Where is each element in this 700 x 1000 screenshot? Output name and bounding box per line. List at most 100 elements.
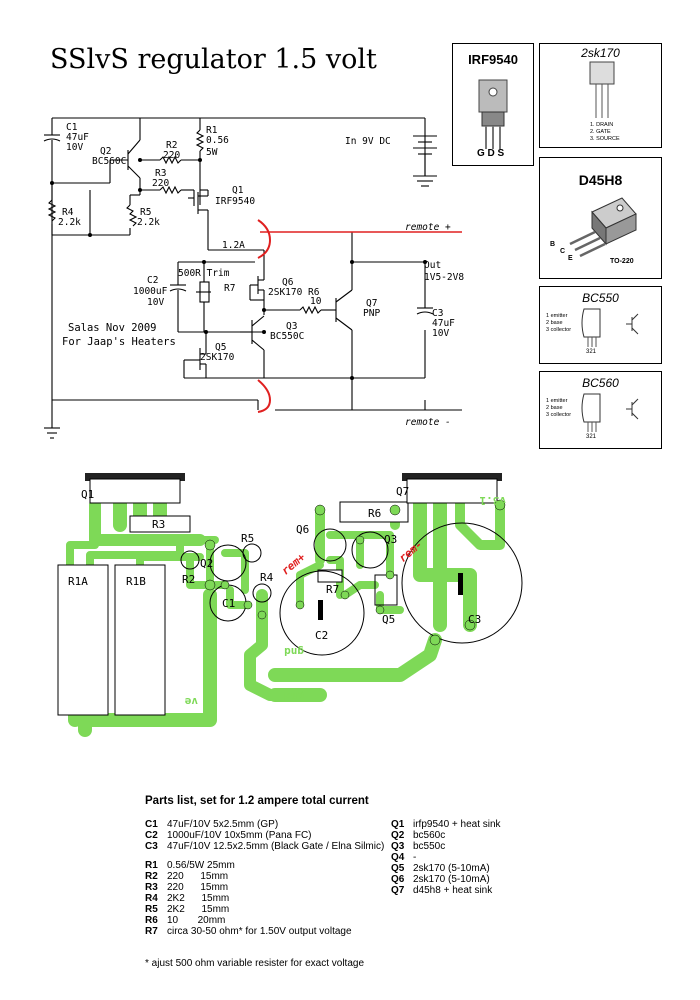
r4-label: R4 [62,207,74,218]
part-desc: 220 15mm [167,871,229,882]
c3-label: C3 [432,308,443,319]
c3-voltage: 10V [432,328,449,339]
d45h8-pinout: D45H8 B C E TO-220 [539,157,662,279]
pcb-q2 [209,544,247,582]
r1-power: 5W [206,147,218,158]
part-ref: R6 [145,915,158,926]
part-desc: 47uF/10V 5x2.5mm (GP) [167,819,279,830]
part-ref: Q3 [391,841,405,852]
q6-label: Q6 [282,277,294,288]
bc560-pinout: BC560 1 emitter 2 base 3 collector 321 [539,371,662,449]
out-range: 1V5-2V8 [424,272,464,283]
c2-label: C2 [147,275,158,286]
bc560-pin-2: 2 base [546,405,563,411]
r2-value: 220 [163,150,180,161]
part-desc: 47uF/10V 12.5x2.5mm (Black Gate / Elna S… [167,841,385,852]
pcb-r2-label: R2 [182,573,195,586]
bc560-code: 321 [586,434,597,440]
pcb-q6 [313,528,347,562]
q5-label: Q5 [215,342,226,353]
part-desc: bc550c [413,841,446,852]
part-row: R2 220 15mm [145,871,384,882]
current-label: 1.2A [222,240,245,251]
page-title: SSlvS regulator 1.5 volt [50,44,377,75]
d45h8-pin-c: C [560,248,566,255]
pcb-gnd2-label: gnd [284,690,304,703]
q5-part: 2SK170 [200,352,235,363]
part-ref: Q6 [391,874,405,885]
c1-label: C1 [66,122,78,133]
part-ref: Q4 [391,852,405,863]
part-row: Q4- [391,852,501,863]
part-desc: bc560c [413,830,446,841]
pcb-q7-label: Q7 [396,485,409,498]
bc550-pin-3: 3 collector [546,327,572,333]
2sk170-pin-1: 1. DRAIN [590,122,614,128]
r7-label: R7 [224,283,235,294]
irf9540-pins: G D S [477,148,505,159]
part-ref: Q2 [391,830,405,841]
q1-part: IRF9540 [215,196,255,207]
part-row: Q5 2sk170 (5-10mA) [391,863,501,874]
r4-value: 2.2k [58,217,81,228]
pcb-q1 [85,473,185,481]
part-desc: d45h8 + heat sink [413,885,493,896]
bc550-pinout: BC550 1 emitter 2 base 3 collector 321 [539,286,662,364]
pcb-r1a-label: R1A [68,575,88,588]
remote-plus-label: remote + [405,222,451,233]
pcb-layout: Q1 R3 R5 R2 Q2 R4 C1 R1A R1B Q7 v3.1 R6 … [57,473,523,737]
q3-part: BC550C [270,331,304,342]
part-desc: 10 20mm [167,915,226,926]
r3-value: 220 [152,178,169,189]
c2-value: 1000uF [133,286,168,297]
pcb-r4-label: R4 [260,571,274,584]
pcb-r3 [129,515,191,533]
r5-label: R5 [140,207,151,218]
part-ref: C2 [145,830,158,841]
part-ref: R2 [145,871,158,882]
remote-minus-label: remote - [405,417,451,428]
author-line1: Salas Nov 2009 [68,322,157,334]
pcb-r6-label: R6 [368,507,381,520]
pcb-q7 [402,473,502,481]
bc560-pin-1: 1 emitter [546,398,568,404]
pcb-r1b-label: R1B [126,575,146,588]
bc550-pin-1: 1 emitter [546,313,568,319]
part-ref: R4 [145,893,158,904]
2sk170-pinout: 2sk170 1. DRAIN 2. GATE 3. SOURCE [539,43,662,148]
input-label: In 9V DC [345,136,391,147]
pcb-q2-label: Q2 [200,557,213,570]
r2-label: R2 [166,140,177,151]
part-ref: Q5 [391,863,405,874]
q1-label: Q1 [232,185,244,196]
pcb-r1b [114,564,166,716]
d45h8-title: D45H8 [578,172,623,188]
r1-value: 0.56 [206,135,229,146]
pcb-r4 [252,583,272,603]
bc550-pin-2: 2 base [546,320,563,326]
pcb-v-label: v3.1 [479,494,506,507]
part-ref: Q7 [391,885,405,896]
d45h8-pin-b: B [550,241,556,248]
part-ref: R1 [145,860,158,871]
r6-label: R6 [308,287,320,298]
bc550-code: 321 [586,349,597,355]
pcb-r2 [180,550,200,570]
c1-voltage: 10V [66,142,83,153]
part-desc: 220 15mm [167,882,229,893]
trim-label: 500R Trim [178,268,230,279]
pcb-r1a [57,564,109,716]
part-desc: circa 30-50 ohm* for 1.50V output voltag… [167,926,352,937]
part-desc: 0.56/5W 25mm [167,860,235,871]
part-ref: R5 [145,904,158,915]
r3-label: R3 [155,168,166,179]
part-desc: 2sk170 (5-10mA) [413,863,490,874]
